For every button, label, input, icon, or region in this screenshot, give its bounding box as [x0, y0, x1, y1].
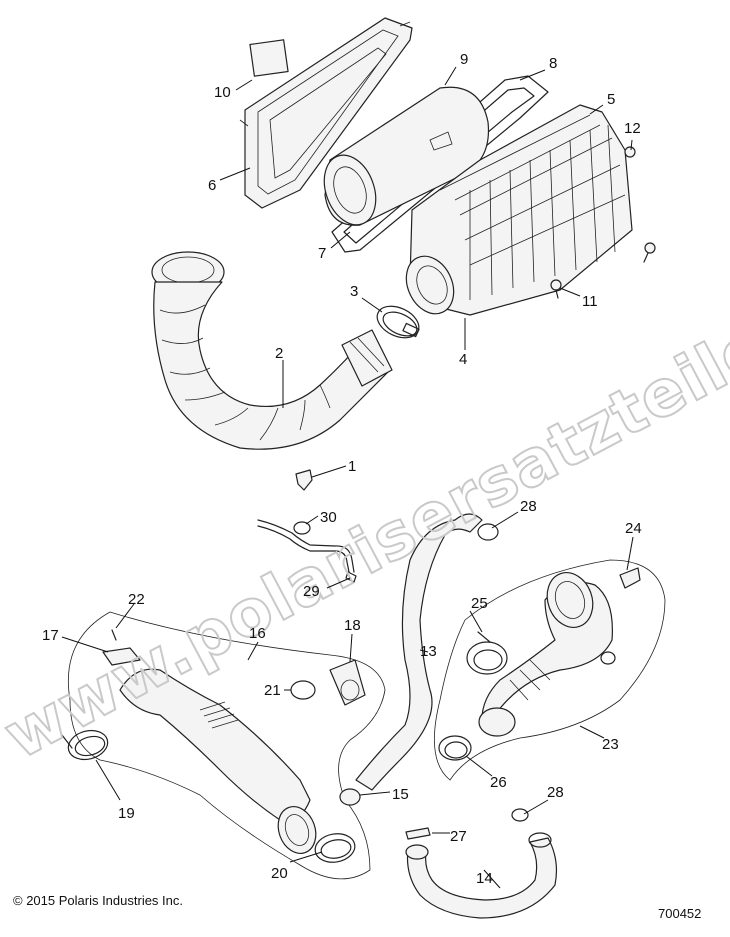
hose-13 [339, 513, 499, 806]
callout-8: 8 [549, 55, 557, 72]
callout-24: 24 [625, 520, 642, 537]
clamp-3 [376, 305, 420, 339]
callout-27: 27 [450, 828, 467, 845]
hose-14 [405, 808, 558, 919]
callout-17: 17 [42, 627, 59, 644]
callout-28-top: 28 [520, 498, 537, 515]
breather-parts [257, 469, 357, 583]
airbox-housing [405, 104, 633, 316]
callout-16: 16 [249, 625, 266, 642]
callout-2: 2 [275, 345, 283, 362]
intake-duct-2 [151, 251, 393, 450]
callout-19: 19 [118, 805, 135, 822]
callout-9: 9 [460, 51, 468, 68]
airbox-gasket [331, 75, 549, 253]
left-duct-assembly [61, 611, 386, 880]
callout-labels: 10 9 8 5 12 6 7 3 11 4 2 1 30 28 24 29 2… [42, 51, 642, 887]
callout-1: 1 [348, 458, 356, 475]
callout-12: 12 [624, 120, 641, 137]
callout-23: 23 [602, 736, 619, 753]
callout-11: 11 [582, 293, 598, 310]
callout-5: 5 [607, 91, 615, 108]
right-duct-assembly [434, 559, 666, 781]
callout-3: 3 [350, 283, 358, 300]
callout-7: 7 [318, 245, 326, 262]
air-filter [323, 86, 490, 226]
callout-29: 29 [303, 583, 320, 600]
watermark: www.polarisersatzteile.de [0, 254, 730, 774]
callout-10: 10 [214, 84, 231, 101]
callout-14: 14 [476, 870, 493, 887]
leader-lines [61, 66, 634, 889]
document-number: 700452 [658, 906, 702, 921]
callout-15: 15 [392, 786, 409, 803]
callout-13: 13 [420, 643, 437, 660]
callout-26: 26 [490, 774, 507, 791]
airbox-cover [239, 17, 413, 209]
callout-18: 18 [344, 617, 361, 634]
copyright-text: © 2015 Polaris Industries Inc. [13, 893, 183, 908]
bolts-11-12 [550, 146, 656, 299]
callout-21: 21 [264, 682, 281, 699]
callout-6: 6 [208, 177, 216, 194]
callout-25: 25 [471, 595, 488, 612]
callout-20: 20 [271, 865, 288, 882]
callout-30: 30 [320, 509, 337, 526]
callout-4: 4 [459, 351, 467, 368]
callout-22: 22 [128, 591, 145, 608]
callout-28-bottom: 28 [547, 784, 564, 801]
